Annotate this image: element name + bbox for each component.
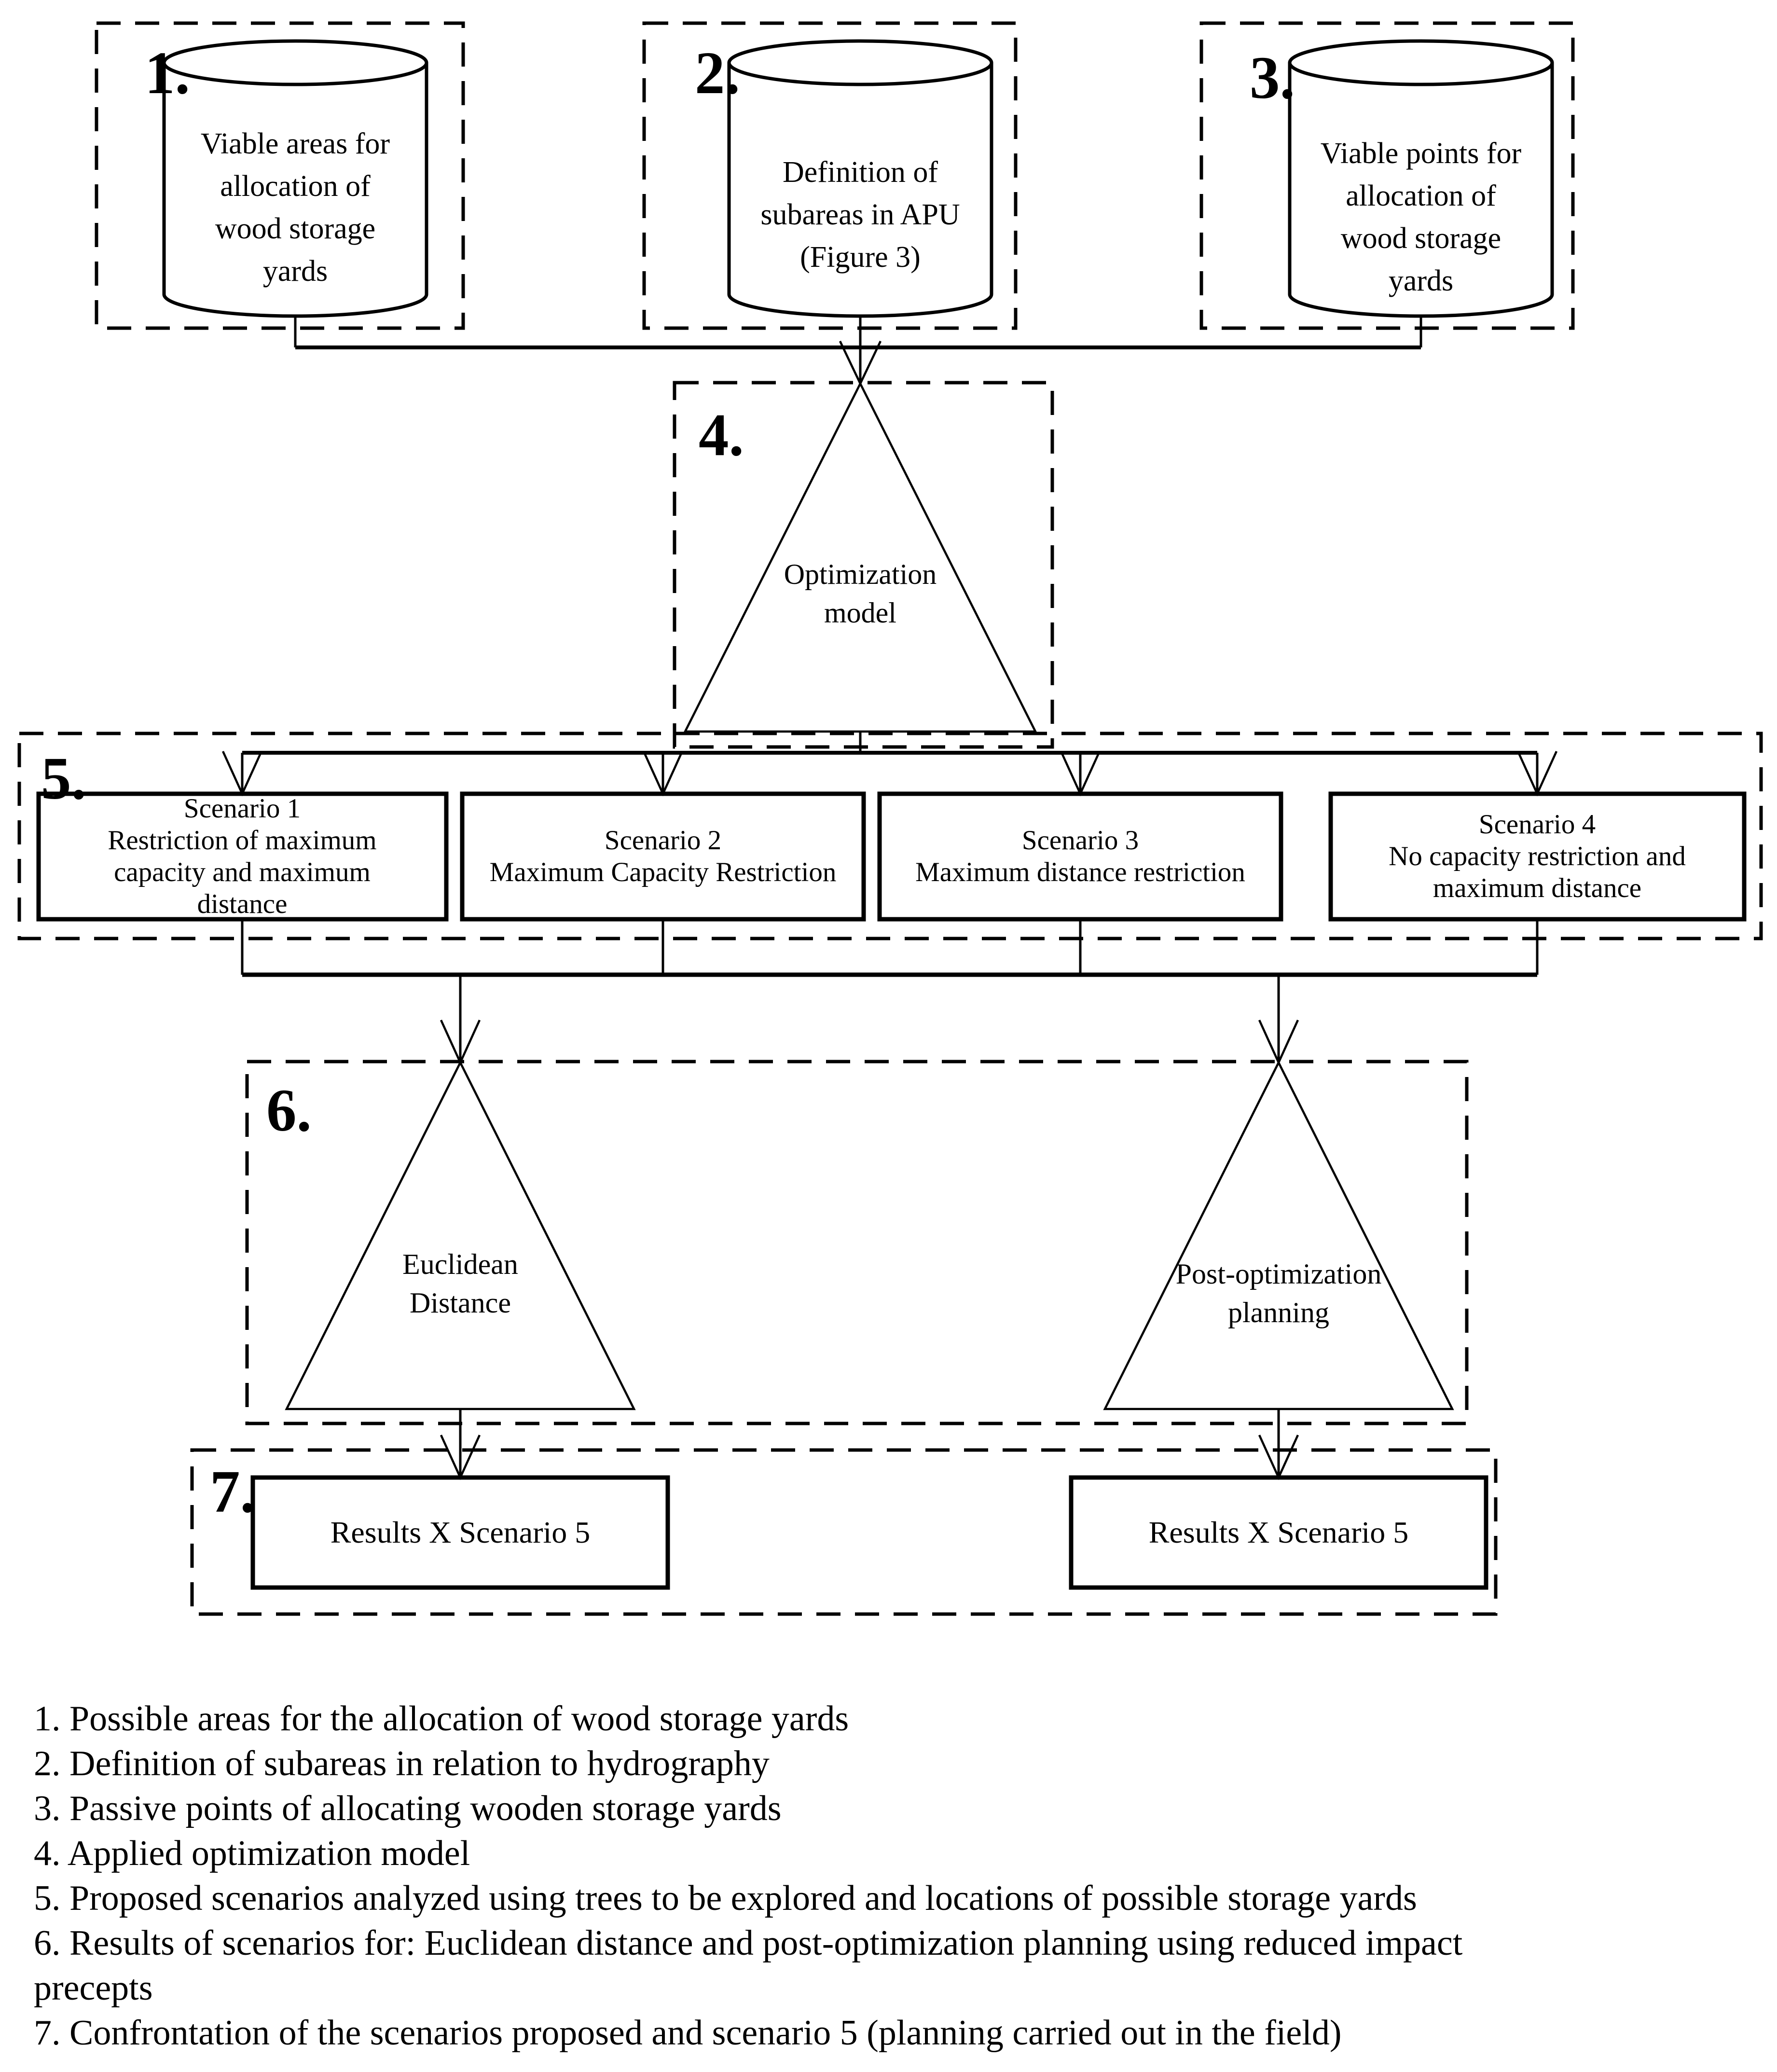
legend: 1. Possible areas for the allocation of … <box>34 1697 1766 2056</box>
section-2-number: 2. <box>695 40 740 107</box>
legend-item-4: 4. Applied optimization model <box>34 1834 470 1873</box>
section-1-number: 1. <box>145 40 190 107</box>
legend-item-5: 5. Proposed scenarios analyzed using tre… <box>34 1879 1417 1918</box>
section-5-number: 5. <box>41 746 86 812</box>
section-4-number: 4. <box>699 402 744 469</box>
scenario-4-label: Scenario 4 No capacity restriction and m… <box>1389 809 1686 903</box>
section-1-dashed-box <box>95 21 465 330</box>
euclidean-distance-label: Euclidean Distance <box>402 1248 518 1319</box>
legend-item-2: 2. Definition of subareas in relation to… <box>34 1744 770 1783</box>
arrowhead <box>1258 1020 1299 1065</box>
scenario-1-label: Scenario 1 Restriction of maximum capaci… <box>108 793 377 919</box>
arrowhead <box>1060 751 1101 797</box>
optimization-model-label: Optimization model <box>784 558 937 629</box>
section-6-dashed-box <box>245 1060 1469 1425</box>
cylinder-3-label: Viable points for allocation of wood sto… <box>1320 137 1522 297</box>
arrowhead <box>1258 1435 1299 1480</box>
section-4-dashed-box <box>673 381 1054 749</box>
legend-item-7: 7. Confrontation of the scenarios propos… <box>34 2013 1342 2053</box>
triangle-euclidean-distance <box>285 1060 636 1410</box>
cylinder-viable-areas-icon <box>162 39 428 318</box>
cylinder-1-label: Viable areas for allocation of wood stor… <box>200 127 390 288</box>
scenario-3-label: Scenario 3 Maximum distance restriction <box>915 825 1245 887</box>
section-7-number: 7. <box>210 1459 255 1525</box>
arrowhead <box>642 751 684 797</box>
legend-item-1: 1. Possible areas for the allocation of … <box>34 1699 849 1739</box>
connector-lines <box>241 316 1539 1478</box>
arrowhead <box>440 1020 481 1065</box>
scenario-2-label: Scenario 2 Maximum Capacity Restriction <box>489 825 837 887</box>
section-6-number: 6. <box>266 1077 312 1144</box>
post-optimization-label: Post-optimization planning <box>1175 1258 1382 1328</box>
result-left-label: Results X Scenario 5 <box>330 1515 591 1549</box>
legend-item-6: 6. Results of scenarios for: Euclidean d… <box>34 1923 1463 2008</box>
cylinder-2-label: Definition of subareas in APU (Figure 3) <box>760 156 960 274</box>
triangle-post-optimization <box>1103 1060 1454 1410</box>
arrowheads <box>221 341 1558 1480</box>
section-3-number: 3. <box>1250 45 1295 111</box>
section-3-dashed-box <box>1199 21 1575 330</box>
result-right-label: Results X Scenario 5 <box>1148 1515 1409 1549</box>
arrowhead <box>1516 751 1558 797</box>
arrowhead <box>221 751 263 797</box>
legend-item-3: 3. Passive points of allocating wooden s… <box>34 1789 782 1828</box>
section-2-dashed-box <box>642 21 1018 330</box>
arrowhead <box>440 1435 481 1480</box>
cylinder-viable-points-icon <box>1288 39 1554 318</box>
section-5-dashed-box <box>17 732 1763 940</box>
cylinder-subareas-icon <box>727 39 993 318</box>
arrowhead <box>839 341 882 387</box>
